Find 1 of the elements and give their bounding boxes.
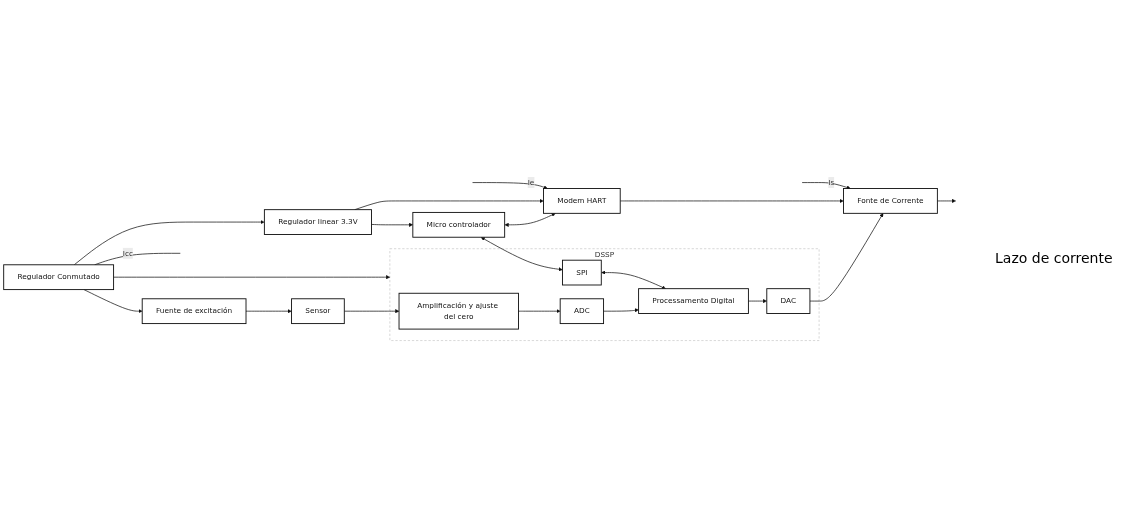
note-text: Lazo de corrente: [995, 250, 1114, 266]
